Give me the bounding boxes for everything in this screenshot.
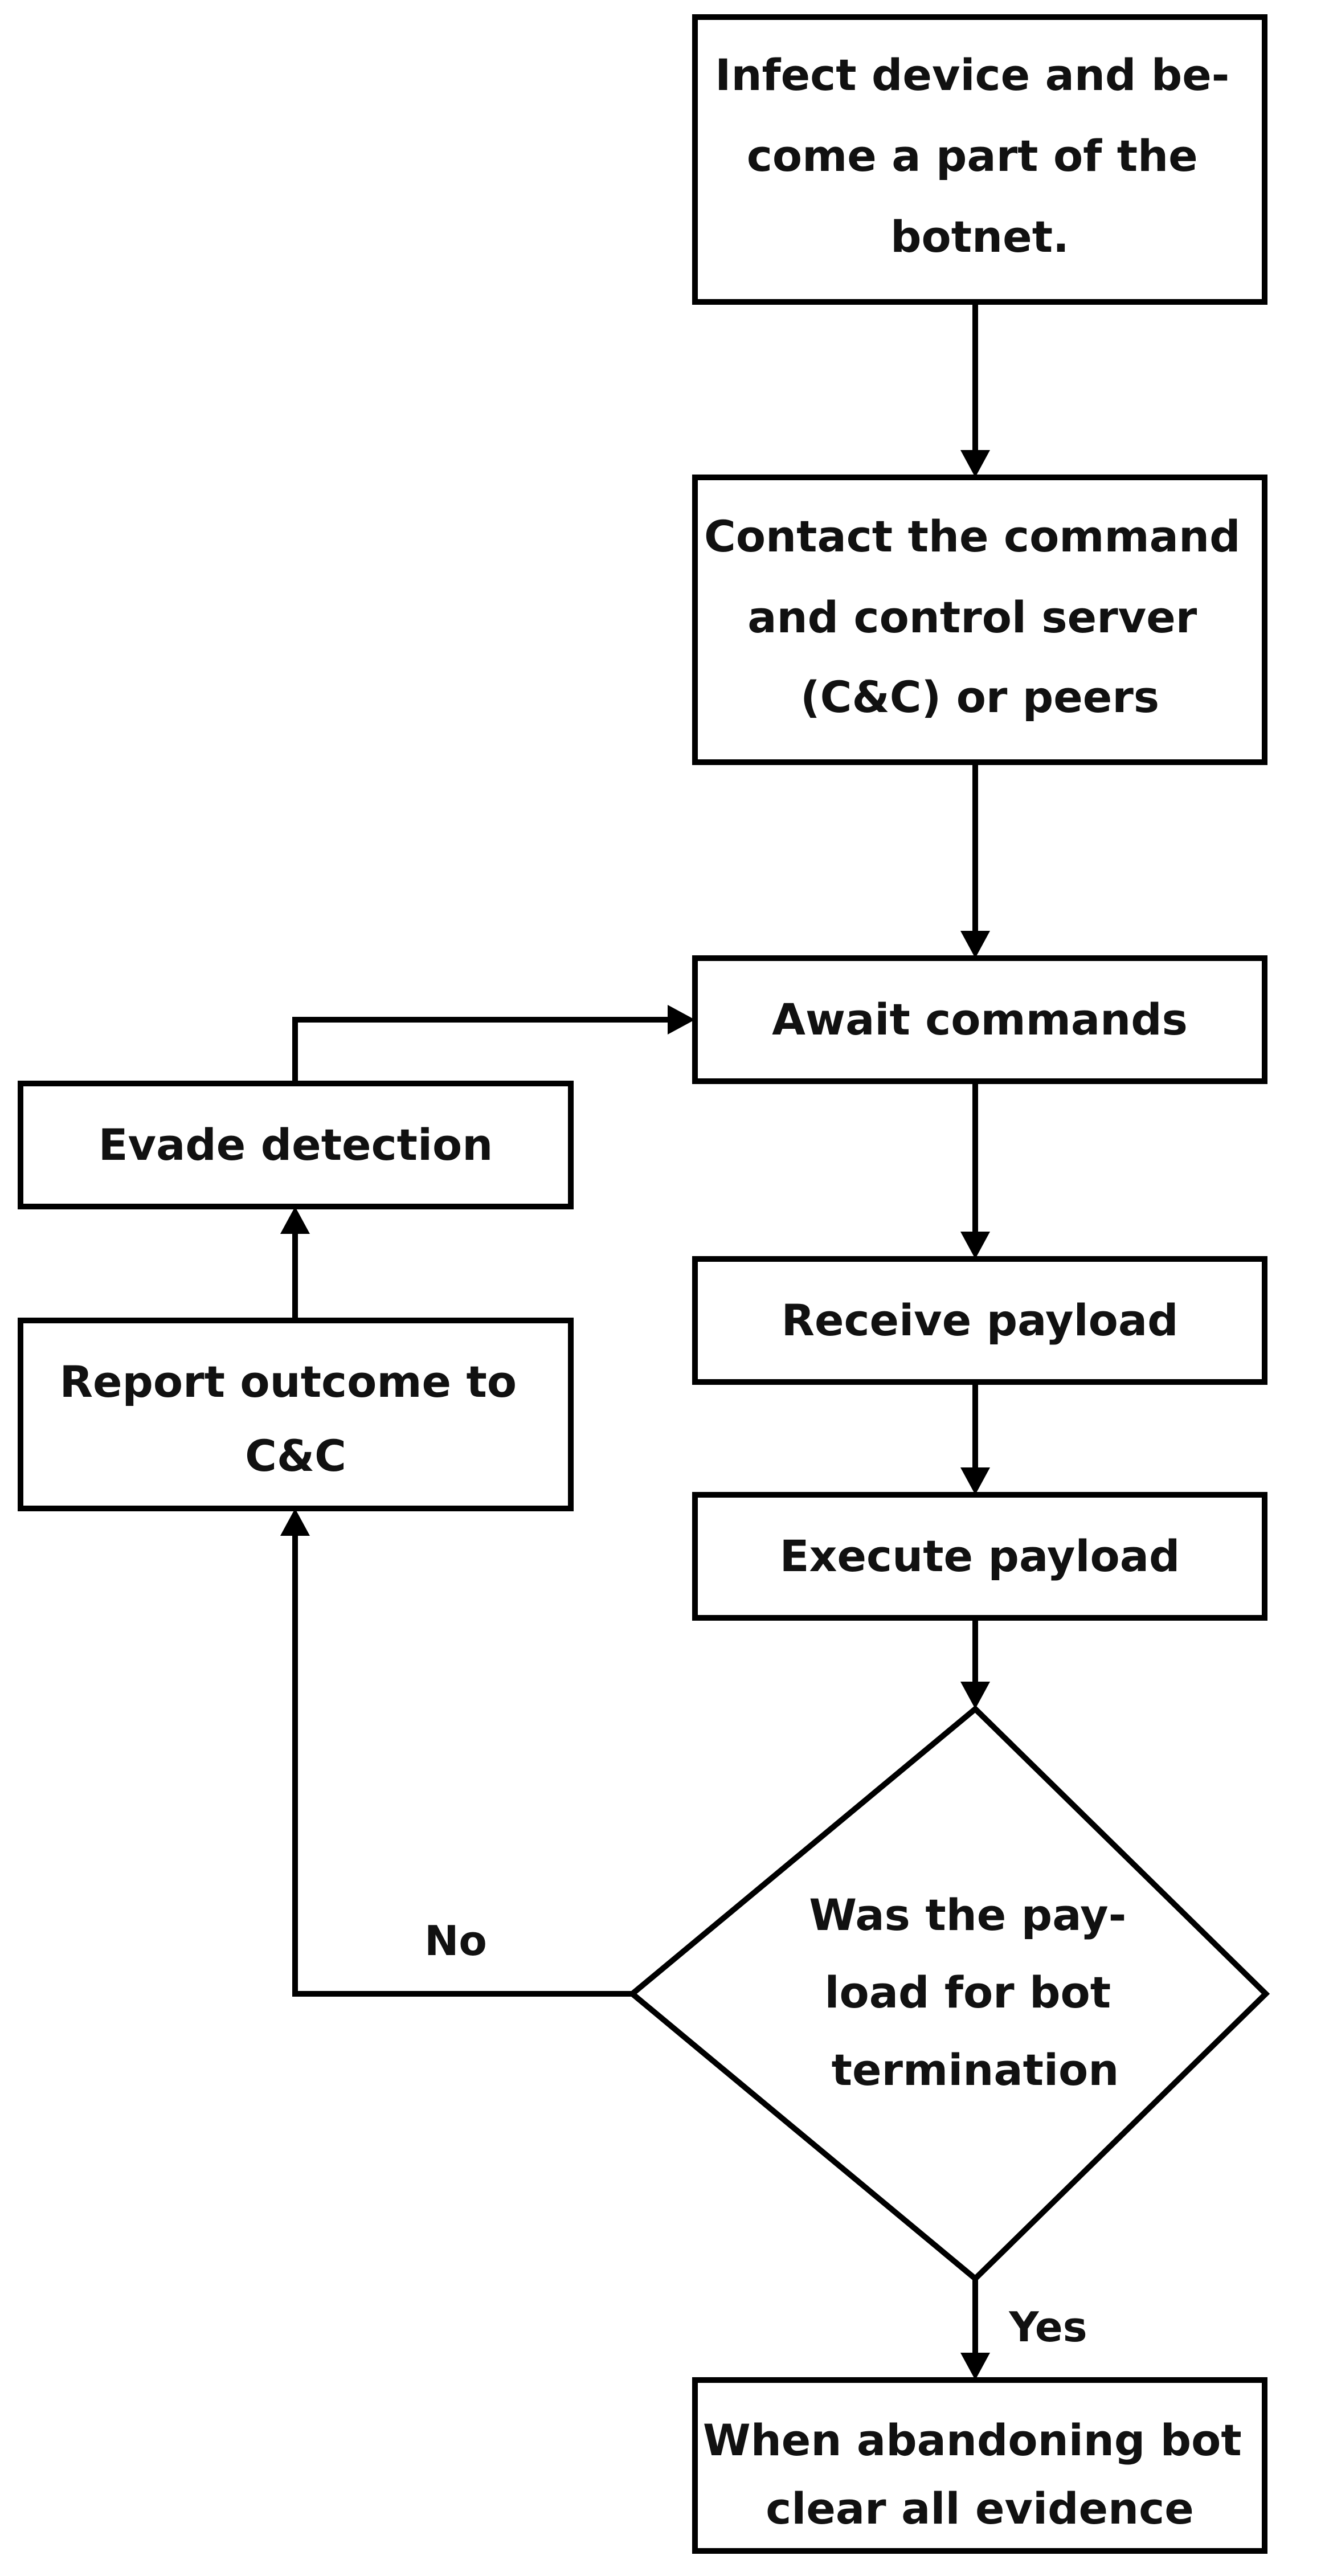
await-commands-box [692,955,1267,1084]
abandon-bot-box [692,2377,1267,2554]
edge-evade-to-await [292,1017,668,1083]
arrowhead-to-contact [960,450,990,477]
edge-decision-to-report [292,1536,632,1997]
arrowhead-to-await-from-evade [668,1005,695,1035]
no-edge-label: No [424,1917,487,1965]
yes-edge-label: Yes [1008,2303,1087,2351]
receive-payload-label: Receive payload [781,1295,1178,1346]
await-commands-label: Await commands [772,994,1188,1045]
termination-decision-label: Was the pay- load for bot termination [809,1890,1141,2095]
arrowhead-to-evade [280,1207,310,1234]
arrowhead-to-abandon [960,2353,990,2380]
evade-detection-label: Evade detection [99,1119,493,1170]
execute-payload-box [692,1492,1267,1621]
arrowhead-to-execute [960,1467,990,1495]
contact-cc-label: Contact the command and control server (… [704,511,1256,722]
evade-detection-box [18,1081,574,1209]
arrowhead-to-await [960,931,990,958]
abandon-bot-label: When abandoning bot clear all evidence [703,2415,1257,2534]
arrowhead-to-report [280,1508,310,1536]
infect-device-label: Infect device and be- come a part of the… [715,50,1245,262]
report-outcome-label: Report outcome to C&C [59,1356,531,1481]
receive-payload-box [692,1256,1267,1385]
contact-cc-box [692,475,1267,765]
arrowhead-to-decision [960,1682,990,1709]
report-outcome-box [18,1318,574,1511]
arrowhead-to-receive [960,1232,990,1259]
execute-payload-label: Execute payload [780,1531,1180,1581]
infect-device-box [692,14,1267,305]
